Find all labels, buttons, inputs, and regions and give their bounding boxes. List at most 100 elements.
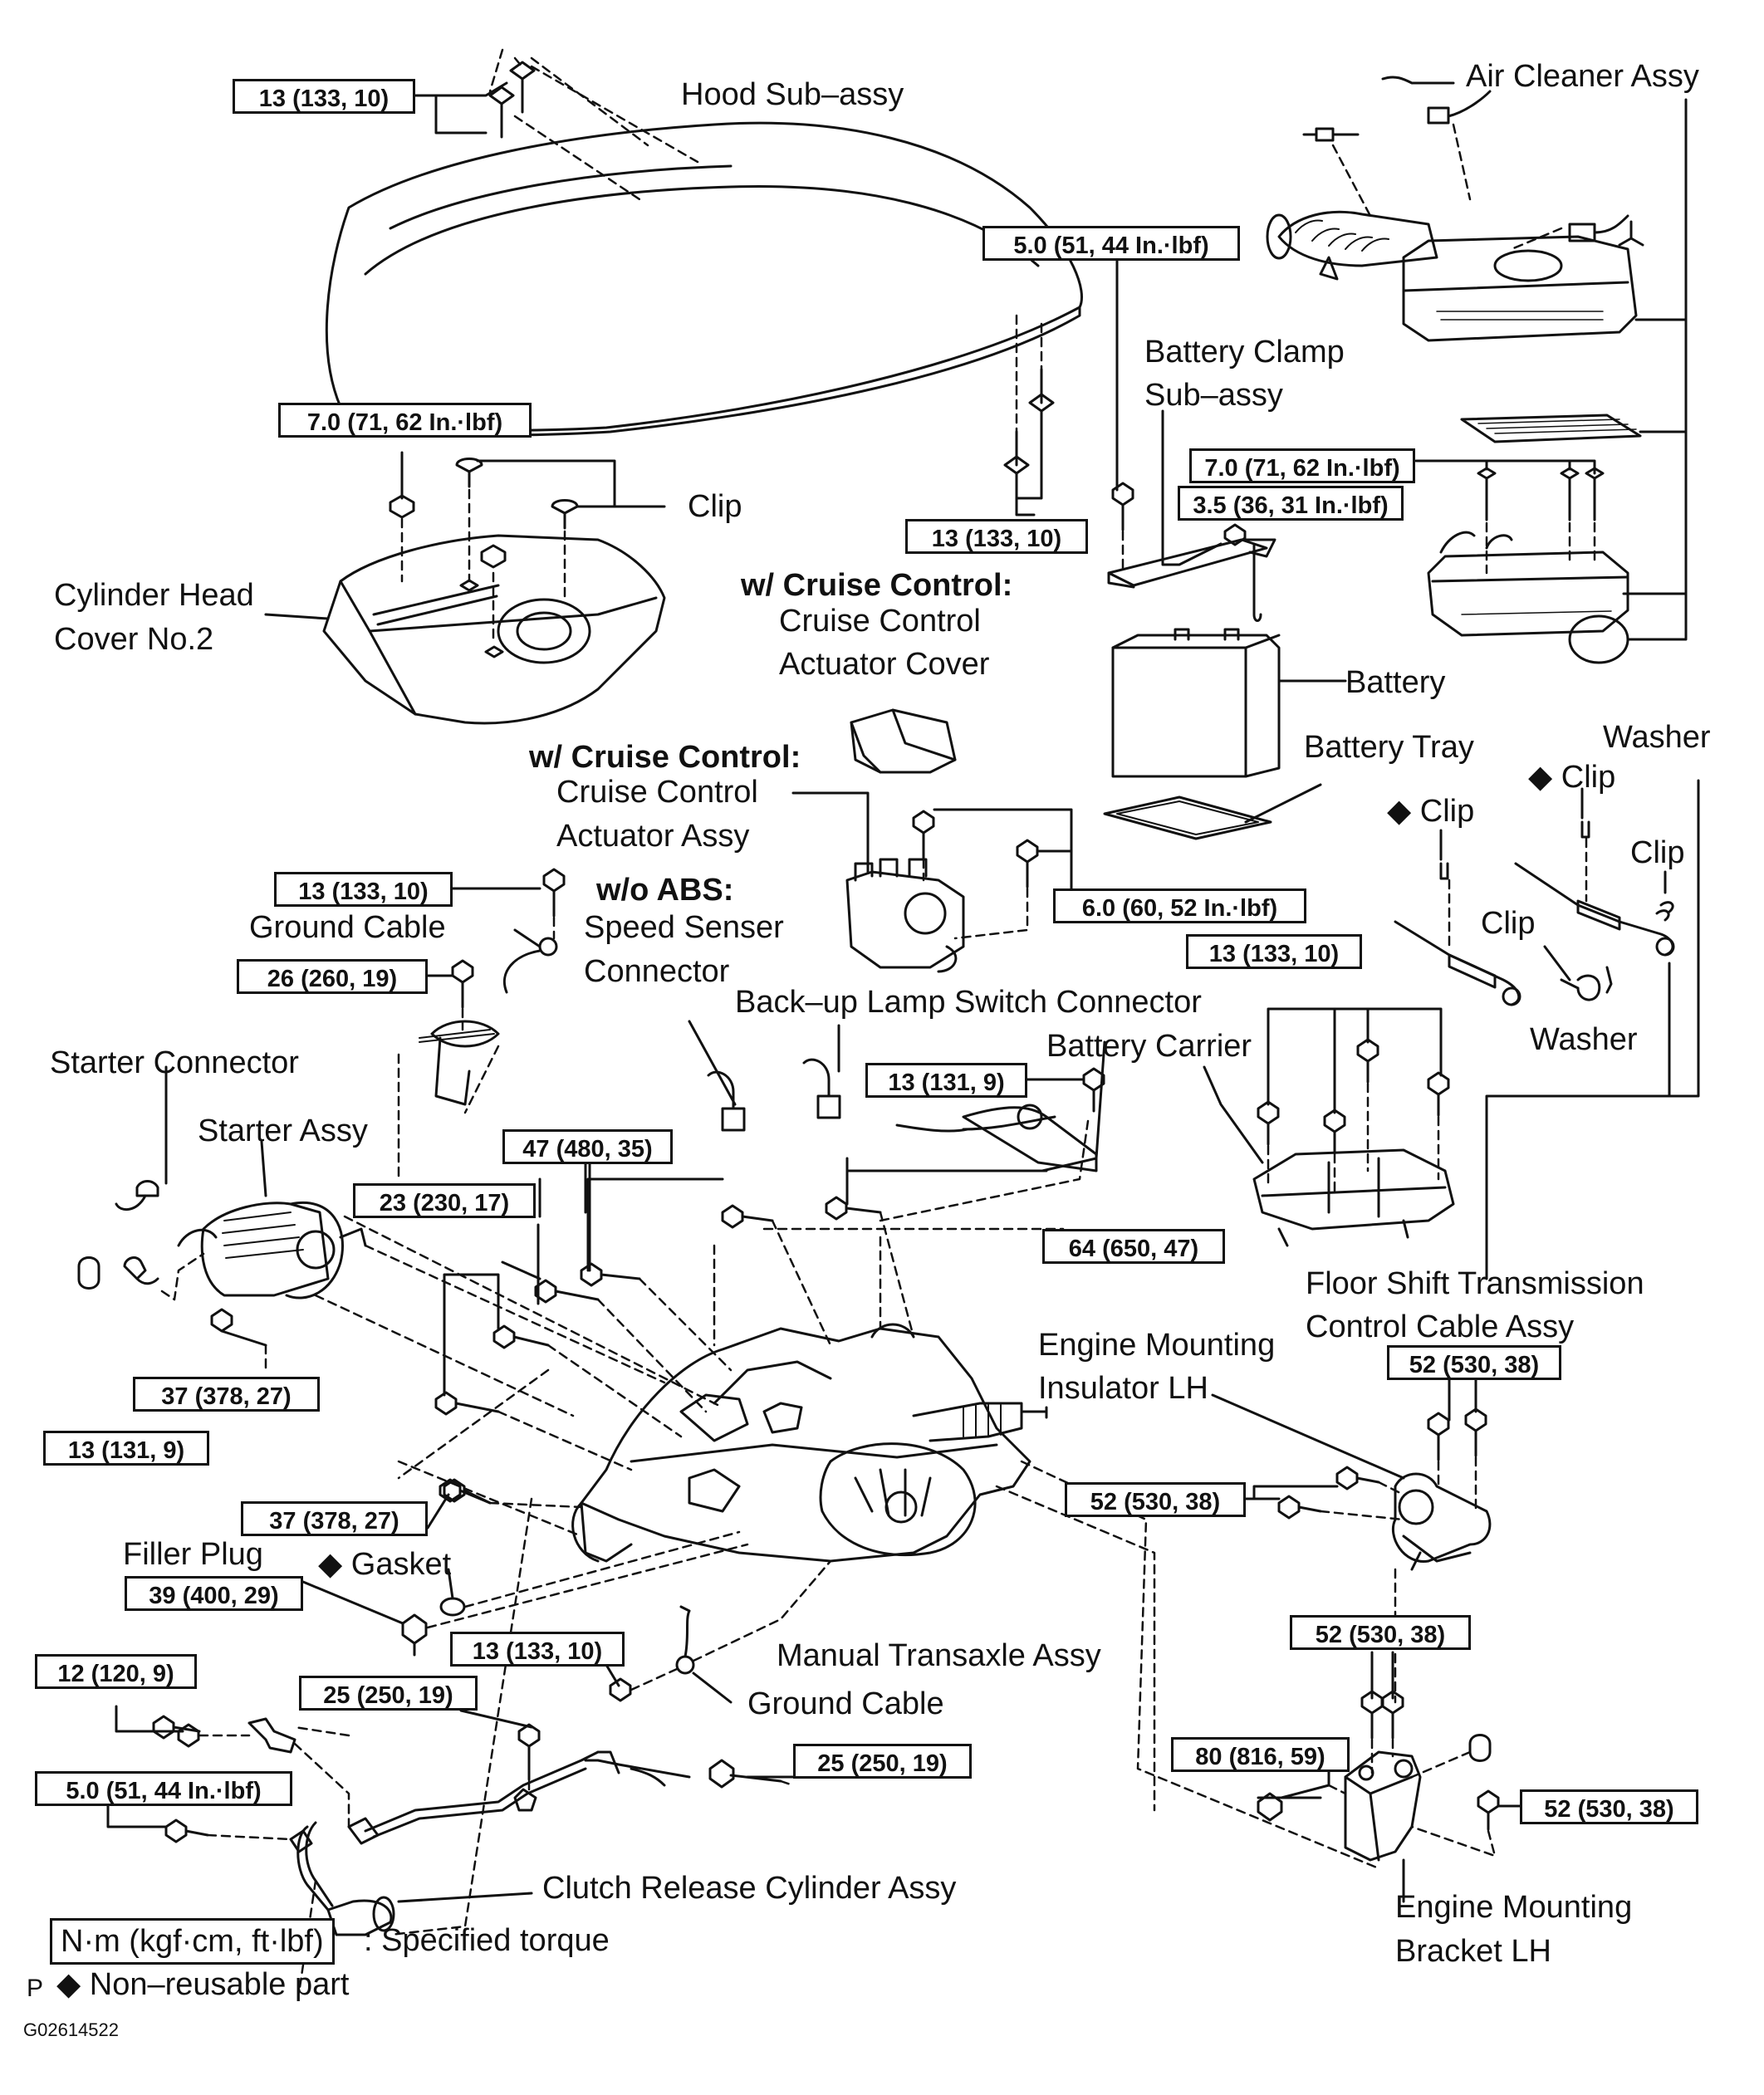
cruise-cover-label-2: Actuator Cover: [779, 647, 990, 682]
engine-mounting-insulator-label-1: Engine Mounting: [1038, 1328, 1276, 1363]
cylinder-head-cover-label-1: Cylinder Head: [54, 578, 254, 613]
torque-starter-37: 37 (378, 27): [133, 1377, 320, 1412]
torque-insulator-top: 52 (530, 38): [1387, 1345, 1561, 1380]
torque-clutch-line: 5.0 (51, 44 In.·lbf): [35, 1771, 292, 1806]
torque-legend-box: N·m (kgf·cm, ft·lbf): [50, 1918, 335, 1965]
ground-cable-top-label: Ground Cable: [249, 910, 446, 945]
torque-ground-cable-top: 13 (133, 10): [274, 872, 453, 907]
torque-25-left: 25 (250, 19): [299, 1676, 478, 1711]
battery-label: Battery: [1345, 665, 1446, 700]
wo-abs-condition-label: w/o ABS:: [596, 873, 734, 908]
battery-tray-label: Battery Tray: [1304, 730, 1474, 765]
backup-lamp-connector: [802, 1058, 841, 1119]
manual-transaxle-assy: [571, 1323, 1048, 1563]
ground-cable-bottom: [609, 1605, 695, 1702]
clutch-release-cylinder: [289, 1750, 691, 1936]
torque-air-cleaner: 7.0 (71, 62 In.·lbf): [1189, 448, 1415, 483]
cylinder-head-cover-part: [322, 534, 666, 725]
clip-nonreusable-left-label: ◆ Clip: [1387, 794, 1475, 829]
battery: [1111, 628, 1281, 778]
floor-shift-cable-label-1: Floor Shift Transmission: [1306, 1266, 1644, 1301]
torque-ground-cable-bottom: 13 (133, 10): [450, 1632, 625, 1667]
battery-clamp: [1107, 538, 1276, 622]
torque-80-bolt: 80 (816, 59): [1171, 1737, 1350, 1772]
engine-mounting-insulator: [1391, 1472, 1492, 1571]
torque-25-right: 25 (250, 19): [793, 1744, 972, 1779]
starter-assy: [177, 1202, 367, 1300]
battery-clamp-label-2: Sub–assy: [1144, 378, 1283, 413]
speed-sensor-label-1: Speed Senser: [584, 910, 784, 945]
engine-mounting-insulator-label-2: Insulator LH: [1038, 1371, 1208, 1406]
torque-bracket-top: 52 (530, 38): [1290, 1615, 1471, 1650]
cylinder-head-cover-label-2: Cover No.2: [54, 622, 214, 657]
torque-bracket-right: 52 (530, 38): [1520, 1789, 1698, 1824]
battery-carrier-label: Battery Carrier: [1046, 1029, 1252, 1064]
air-cleaner-bolts: [1477, 467, 1605, 521]
torque-head-cover: 7.0 (71, 62 In.·lbf): [278, 403, 532, 438]
air-cleaner-upper: [1266, 210, 1638, 342]
head-cover-bolts: [389, 458, 579, 569]
air-cleaner-assy-label: Air Cleaner Assy: [1466, 59, 1699, 94]
torque-insulator-left: 52 (530, 38): [1065, 1482, 1246, 1517]
ground-cable-bottom-label: Ground Cable: [747, 1686, 944, 1721]
cruise-assy-label-1: Cruise Control: [556, 775, 758, 810]
torque-hood-hinge: 13 (133, 10): [905, 519, 1088, 554]
shift-clips: [1439, 820, 1674, 1001]
speed-sensor-connector: [707, 1070, 746, 1132]
torque-64-bolt: 64 (650, 47): [1042, 1229, 1225, 1264]
cruise-cover-condition-label: w/ Cruise Control:: [741, 568, 1013, 603]
clip-nonreusable-right-label: ◆ Clip: [1528, 760, 1616, 795]
manual-transaxle-assy-label: Manual Transaxle Assy: [777, 1638, 1101, 1673]
backup-bracket: [895, 1104, 1098, 1172]
torque-hood-bolt: 13 (133, 10): [233, 79, 415, 114]
torque-legend-text: : Specified torque: [364, 1923, 610, 1958]
p-mark: P: [27, 1975, 44, 2002]
starter-assy-label: Starter Assy: [198, 1114, 368, 1148]
torque-47-bolts: 47 (480, 35): [502, 1129, 673, 1164]
washer-bottom-label: Washer: [1530, 1022, 1638, 1057]
hood-sub-assy-label: Hood Sub–assy: [681, 77, 904, 112]
clip-label: Clip: [688, 489, 742, 524]
hood-bolts: [488, 61, 536, 139]
shift-cable-lower: [1394, 920, 1521, 1006]
torque-12: 12 (120, 9): [35, 1654, 197, 1689]
air-cleaner-lower: [1427, 531, 1629, 664]
clip-mid-label: Clip: [1481, 906, 1536, 941]
backup-lamp-switch-connector-label: Back–up Lamp Switch Connector: [735, 985, 1202, 1020]
hood-part: [325, 121, 1083, 437]
engine-mounting-bracket-label-1: Engine Mounting: [1395, 1890, 1633, 1925]
torque-actuator: 6.0 (60, 52 In.·lbf): [1053, 888, 1306, 923]
torque-starter-13: 13 (131, 9): [43, 1431, 209, 1466]
starter-connector-label: Starter Connector: [50, 1045, 299, 1080]
shift-cable-upper: [1514, 862, 1675, 957]
torque-filler-plug: 39 (400, 29): [125, 1576, 303, 1611]
torque-battery-clamp: 5.0 (51, 44 In.·lbf): [982, 226, 1240, 261]
floor-shift-cable-label-2: Control Cable Assy: [1306, 1309, 1575, 1344]
torque-23-bolts: 23 (230, 17): [353, 1183, 536, 1218]
cruise-actuator-cover: [850, 708, 957, 774]
air-filter: [1460, 414, 1642, 443]
torque-37-lower: 37 (378, 27): [241, 1501, 428, 1536]
cruise-assy-label-2: Actuator Assy: [556, 819, 750, 854]
battery-tray: [1103, 795, 1272, 840]
cruise-actuator-assy: [845, 858, 965, 973]
cruise-cover-label-1: Cruise Control: [779, 604, 981, 639]
cruise-assy-condition-label: w/ Cruise Control:: [529, 740, 801, 775]
carrier-bolts: [1257, 1038, 1450, 1154]
battery-clamp-label-1: Battery Clamp: [1144, 335, 1345, 370]
gasket-label: ◆ Gasket: [318, 1547, 452, 1582]
hood-hinge-bolts: [1003, 368, 1055, 475]
engine-mounting-bracket: [1344, 1750, 1422, 1862]
nonreusable-legend: ◆ Non–reusable part: [56, 1967, 350, 2002]
figure-id: G02614522: [23, 2019, 119, 2040]
speed-sensor-label-2: Connector: [584, 954, 730, 989]
engine-mounting-bracket-label-2: Bracket LH: [1395, 1934, 1551, 1969]
clutch-release-cylinder-label: Clutch Release Cylinder Assy: [542, 1871, 957, 1906]
clip-right-label: Clip: [1630, 835, 1685, 870]
torque-battery-carrier: 13 (133, 10): [1186, 934, 1362, 969]
battery-carrier: [1252, 1148, 1455, 1247]
washer-top-label: Washer: [1603, 720, 1711, 755]
filler-plug-label: Filler Plug: [123, 1537, 263, 1572]
